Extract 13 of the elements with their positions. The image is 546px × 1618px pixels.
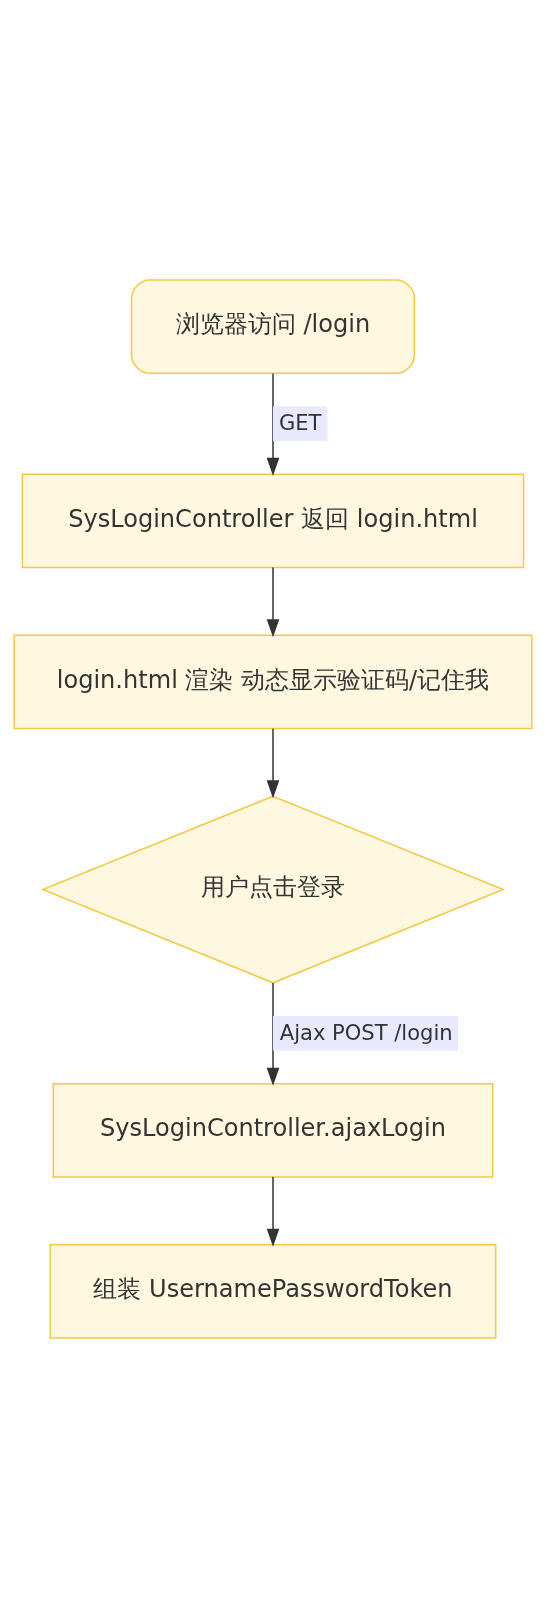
arrow (266, 728, 280, 799)
arrow (266, 372, 280, 476)
node-box: 组装 UsernamePasswordToken (49, 1243, 497, 1339)
arrow (266, 982, 280, 1086)
node-box: SysLoginController.ajaxLogin (52, 1082, 494, 1178)
node-diamond: 用户点击登录 (40, 795, 506, 984)
arrow (266, 1176, 280, 1247)
node-box: login.html 渲染 动态显示验证码/记住我 (13, 634, 533, 730)
edge-label: GET (279, 410, 322, 436)
edge-label: Ajax POST /login (279, 1019, 453, 1045)
node-box: 浏览器访问 /login (130, 279, 416, 375)
node-box: SysLoginController 返回 login.html (21, 473, 525, 569)
arrow (266, 566, 280, 638)
